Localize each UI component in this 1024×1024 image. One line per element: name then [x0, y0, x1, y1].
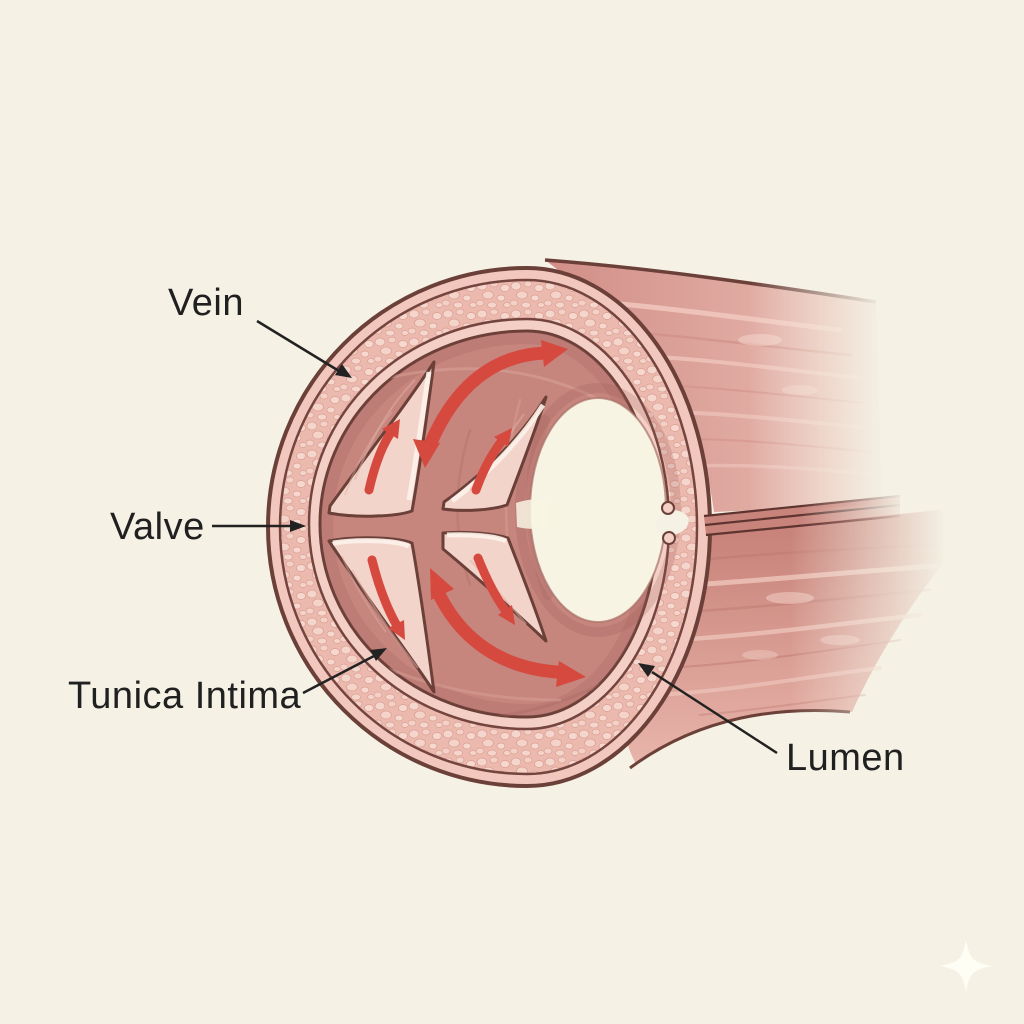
tunica-intima-leader-arrowhead — [370, 648, 387, 661]
flap-highlight-edge — [332, 538, 410, 549]
tube-top-edge — [544, 258, 877, 304]
valve-label: Valve — [110, 506, 205, 548]
sparkle-icon — [940, 940, 992, 992]
flow-arrow-swirl-top — [413, 340, 568, 468]
flow-arrow-swirl-bottom — [430, 568, 586, 687]
annotation-tunica-intima: Tunica Intima — [68, 648, 387, 717]
wall-slit-upper-cap — [661, 501, 675, 515]
tunica-intima-leader-line — [302, 654, 375, 695]
lumen-leader-arrowhead — [638, 663, 655, 677]
flow-arrow-flap-lower-left — [367, 555, 405, 640]
flap-highlight-edge — [446, 532, 508, 544]
tunica-intima-label: Tunica Intima — [68, 675, 302, 717]
wall-slit-lower-cap — [662, 531, 676, 545]
wall-slit — [655, 501, 689, 545]
valve-flap-lower-left — [327, 536, 436, 694]
flow-arrow-flap-upper-left — [364, 419, 400, 495]
lumen-opening — [515, 383, 681, 637]
venous-valve-flaps — [327, 360, 548, 694]
blood-flow-arrows — [364, 340, 586, 687]
valve-flap-upper-right — [441, 395, 548, 512]
tube-fiber-texture — [658, 543, 942, 716]
tube-seam — [703, 494, 901, 537]
vein-leader-line — [256, 319, 340, 373]
lumen-label: Lumen — [786, 737, 905, 779]
valve-channel-opening — [516, 499, 549, 529]
flow-arrow-flap-upper-right — [471, 428, 512, 495]
valve-leader-arrowhead — [290, 520, 306, 532]
annotation-lumen: Lumen — [638, 663, 905, 779]
valve-flap-upper-left — [327, 360, 436, 518]
vein-leader-arrowhead — [335, 364, 352, 378]
lumen-leader-line — [651, 670, 778, 755]
annotations: Vein Valve Tunica Intima Lumen — [68, 282, 905, 779]
tube-bottom-edge — [629, 708, 851, 770]
flap-highlight-edge — [406, 371, 432, 501]
flap-highlight-edge — [450, 403, 546, 503]
vein-label: Vein — [168, 282, 244, 324]
annotation-valve: Valve — [110, 506, 306, 548]
annotation-vein: Vein — [168, 282, 352, 378]
flow-arrow-flap-lower-right — [473, 553, 515, 625]
